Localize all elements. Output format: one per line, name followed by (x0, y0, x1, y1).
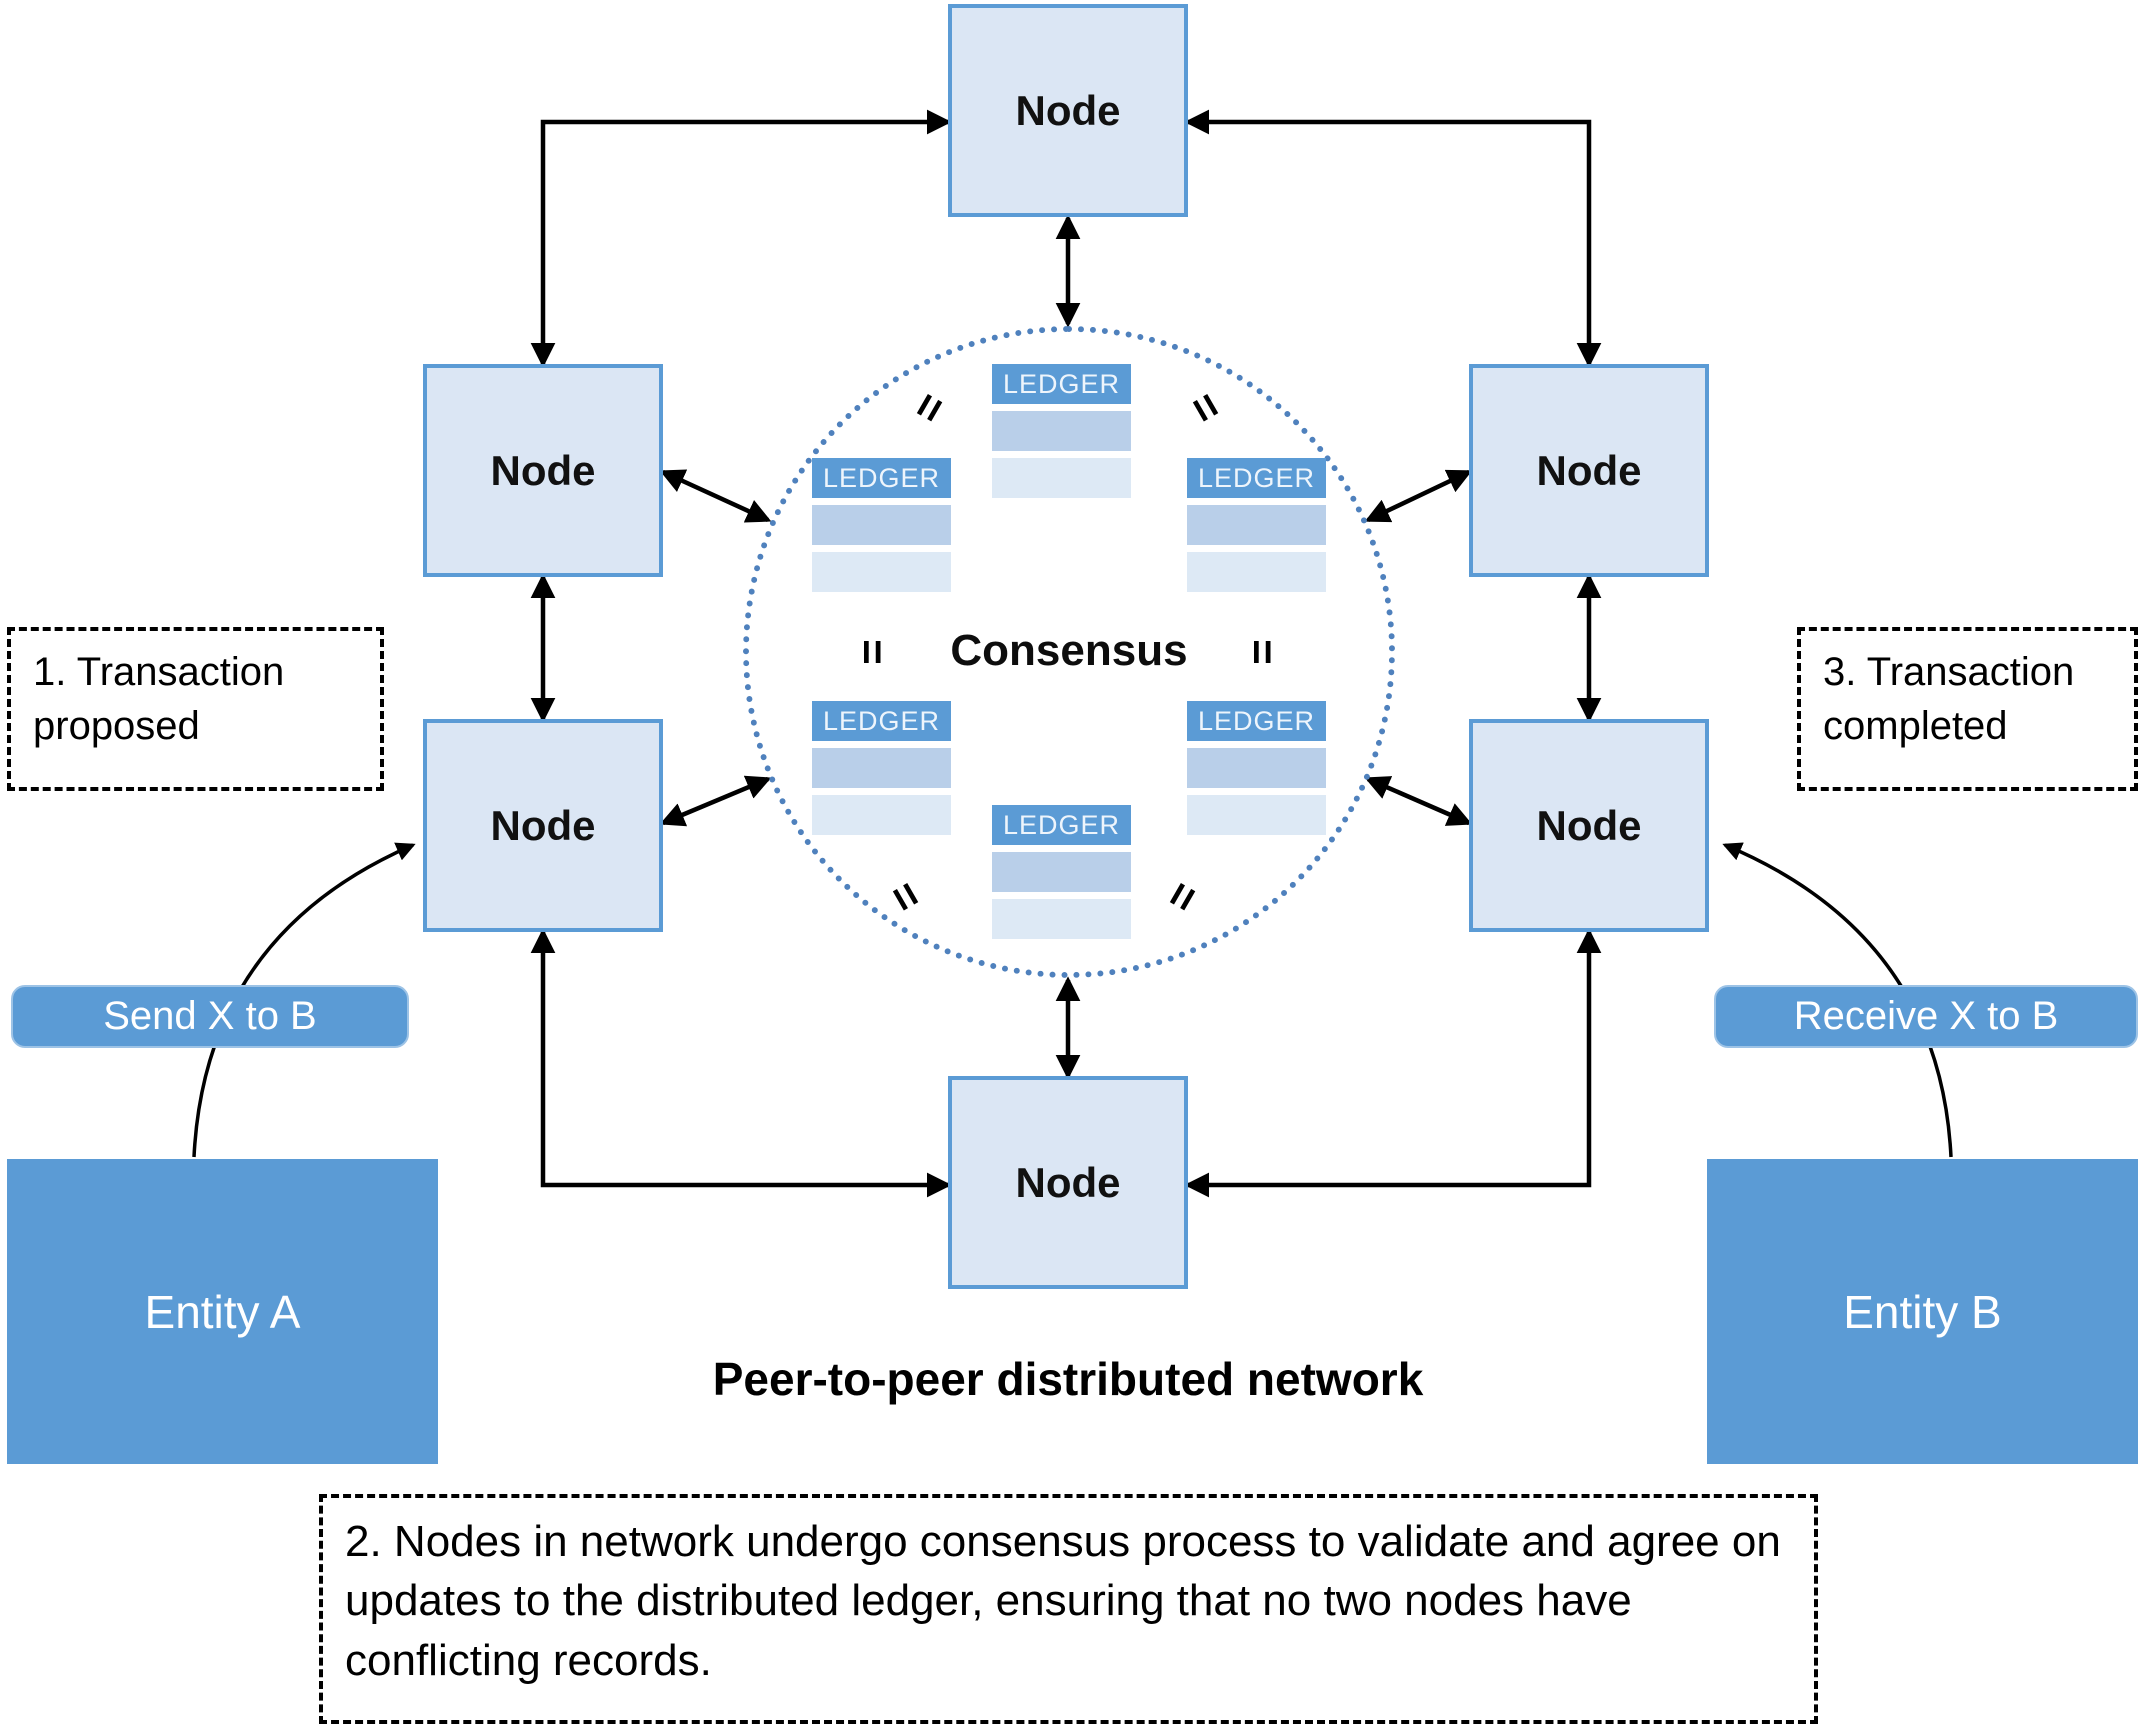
ledger-row (992, 852, 1131, 892)
arrow-entity-b-curve (1722, 842, 1953, 1158)
node-label: Node (490, 446, 596, 494)
arrow-upperleft-circle (659, 469, 772, 523)
node-label: Node (1536, 801, 1642, 849)
annotation-step2: 2. Nodes in network undergo consensus pr… (319, 1494, 1818, 1724)
arrow-top-left-elbow (530, 109, 952, 368)
node-upper-right: Node (1469, 364, 1709, 577)
node-label: Node (1015, 1158, 1121, 1206)
entity-a-box: Entity A (7, 1159, 438, 1464)
ledger-upper-right: LEDGER (1187, 458, 1326, 599)
ledger-row (992, 458, 1131, 498)
diagram-title: Peer-to-peer distributed network (712, 1353, 1424, 1405)
ledger-row (1187, 552, 1326, 592)
node-label: Node (490, 801, 596, 849)
ledger-row (1187, 748, 1326, 788)
node-label: Node (1536, 446, 1642, 494)
arrow-bottom-left-elbow (530, 928, 952, 1198)
ledger-header: LEDGER (812, 458, 951, 498)
arrow-midleft-circle (659, 775, 772, 827)
annotation-step1: 1. Transaction proposed (7, 627, 384, 791)
consensus-label: Consensus (950, 626, 1188, 675)
annotation-step3: 3. Transaction completed (1797, 627, 2138, 791)
ledger-header: LEDGER (1187, 701, 1326, 741)
ledger-row (992, 411, 1131, 451)
equals-mark-right: = (1238, 639, 1287, 665)
ledger-row (1187, 795, 1326, 835)
equals-mark-left: = (848, 639, 897, 665)
node-mid-right: Node (1469, 719, 1709, 932)
ledger-lower-left: LEDGER (812, 701, 951, 842)
ledger-header: LEDGER (812, 701, 951, 741)
consensus-circle (743, 326, 1395, 978)
arrow-midright-circle (1364, 776, 1473, 826)
ledger-row (812, 505, 951, 545)
ledger-row (992, 899, 1131, 939)
ledger-lower-right: LEDGER (1187, 701, 1326, 842)
node-mid-left: Node (423, 719, 663, 932)
receive-pill: Receive X to B (1714, 985, 2138, 1048)
send-pill: Send X to B (11, 985, 409, 1048)
ledger-row (812, 795, 951, 835)
ledger-bottom: LEDGER (992, 805, 1131, 946)
arrow-top-right-elbow (1184, 109, 1602, 368)
arrow-bottom-right-elbow (1184, 928, 1602, 1198)
arrow-entity-a-curve (192, 842, 416, 1158)
ledger-row (812, 552, 951, 592)
node-top: Node (948, 4, 1188, 217)
ledger-top: LEDGER (992, 364, 1131, 505)
ledger-upper-left: LEDGER (812, 458, 951, 599)
ledger-row (812, 748, 951, 788)
entity-b-box: Entity B (1707, 1159, 2138, 1464)
node-upper-left: Node (423, 364, 663, 577)
ledger-header: LEDGER (1187, 458, 1326, 498)
ledger-row (1187, 505, 1326, 545)
arrow-upperright-circle (1364, 469, 1473, 523)
node-bottom: Node (948, 1076, 1188, 1289)
ledger-header: LEDGER (992, 364, 1131, 404)
ledger-header: LEDGER (992, 805, 1131, 845)
node-label: Node (1015, 86, 1121, 134)
